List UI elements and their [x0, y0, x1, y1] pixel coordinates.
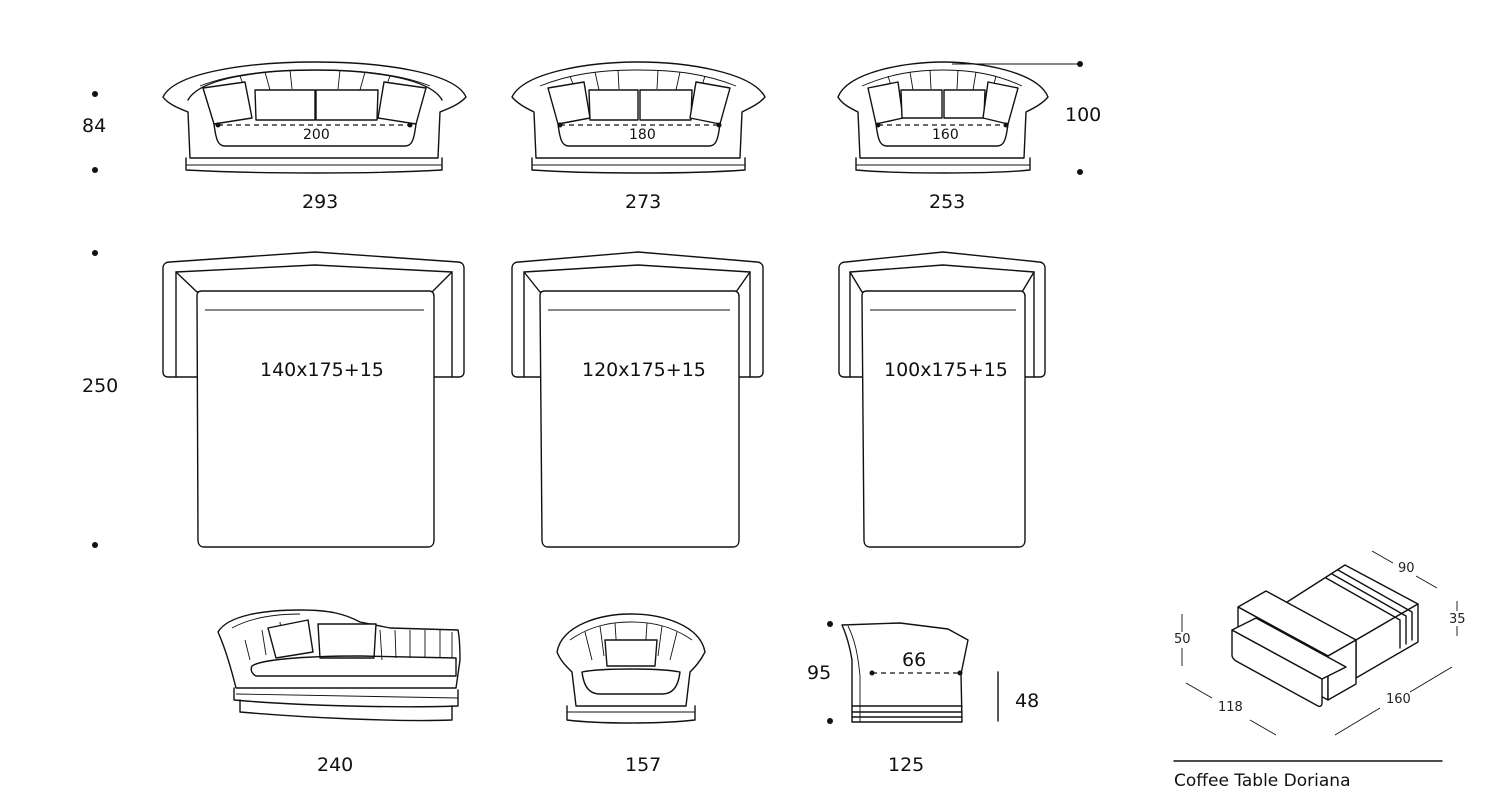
mattress-size-label-3: 100x175+15	[884, 359, 1008, 381]
table-height-label: 50	[1174, 632, 1191, 647]
sofa-side-view: 66	[841, 622, 969, 723]
mattress-size-label-1: 140x175+15	[260, 359, 384, 381]
coffee-table-drawing	[1231, 564, 1419, 708]
height-marker-right-top	[1077, 61, 1083, 67]
height-marker-right-bottom	[1077, 169, 1083, 175]
table-length-label: 160	[1386, 692, 1411, 707]
side-height-label: 95	[807, 662, 831, 684]
seat-width-label-2: 180	[629, 127, 656, 143]
chaise-width-label: 240	[317, 754, 353, 776]
table-length-line-2	[1409, 666, 1453, 693]
front-height-label: 84	[82, 115, 106, 137]
sofa-front-view-3: 160	[837, 61, 1049, 174]
table-depth-line-2	[1249, 719, 1277, 736]
table-width-label: 90	[1398, 561, 1415, 576]
depth-marker-top	[92, 250, 98, 256]
table-depth-line-1	[1185, 682, 1213, 699]
seat-height-label: 48	[1015, 690, 1039, 712]
sofa-front-view-2: 180	[511, 61, 766, 174]
side-height-marker-top	[827, 621, 833, 627]
total-width-label-1: 293	[302, 191, 338, 213]
table-width-line-1	[1371, 550, 1394, 564]
chaise-sofa-view	[217, 609, 461, 722]
plan-depth-label: 250	[82, 375, 118, 397]
total-width-label-2: 273	[625, 191, 661, 213]
side-height-marker-bottom	[827, 718, 833, 724]
height-marker-top	[92, 91, 98, 97]
seat-depth-label: 66	[902, 649, 926, 671]
armchair-width-label: 157	[625, 754, 661, 776]
mattress-size-label-2: 120x175+15	[582, 359, 706, 381]
side-depth-label: 125	[888, 754, 924, 776]
height-marker-bottom	[92, 167, 98, 173]
sofa-bed-plan-3: 100x175+15	[838, 251, 1046, 548]
table-width-line-2	[1415, 575, 1438, 589]
sofa-bed-plan-2: 120x175+15	[511, 251, 764, 548]
table-depth-label: 118	[1218, 700, 1243, 715]
table-top-height-label: 35	[1449, 612, 1466, 627]
armchair-view	[556, 613, 706, 724]
seat-width-label-1: 200	[303, 127, 330, 143]
table-length-line-1	[1334, 707, 1381, 736]
total-width-label-3: 253	[929, 191, 965, 213]
front-height-label-right: 100	[1065, 104, 1101, 126]
depth-marker-bottom	[92, 542, 98, 548]
seat-width-label-3: 160	[932, 127, 959, 143]
coffee-table-caption: Coffee Table Doriana	[1174, 771, 1350, 791]
sofa-bed-plan-1: 140x175+15	[162, 251, 465, 548]
sofa-front-view-1: 200	[162, 61, 467, 174]
